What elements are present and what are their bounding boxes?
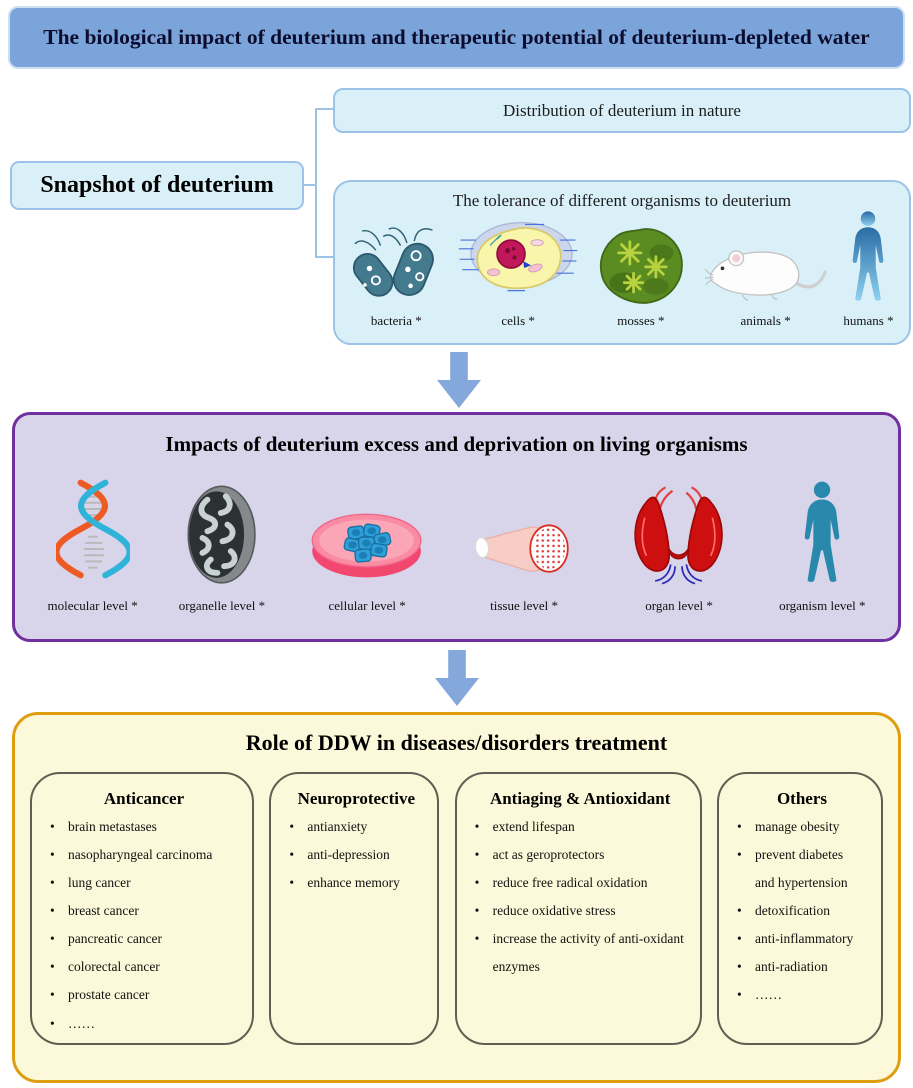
list-item: increase the activity of anti-oxidant en… xyxy=(469,925,692,981)
tolerance-box: The tolerance of different organisms to … xyxy=(333,180,911,345)
antiaging-list: extend lifespan act as geroprotectors re… xyxy=(469,813,692,981)
level-organ: organ level * xyxy=(620,483,738,622)
petri-dish-icon xyxy=(306,495,428,592)
connector-stub-bottom xyxy=(315,256,334,258)
tolerance-title: The tolerance of different organisms to … xyxy=(452,191,792,210)
level-organism: organism level * xyxy=(779,481,865,622)
figure-title: The biological impact of deuterium and t… xyxy=(43,25,870,50)
level-label: tissue level * xyxy=(490,598,559,613)
snapshot-of-deuterium-box: Snapshot of deuterium xyxy=(10,161,304,210)
mouse-icon xyxy=(703,239,829,310)
distribution-box: Distribution of deuterium in nature xyxy=(333,88,911,133)
list-item: nasopharyngeal carcinoma xyxy=(44,841,244,869)
organism-bacteria: bacteria * xyxy=(350,221,442,333)
column-title: Anticancer xyxy=(103,789,185,808)
mitochondrion-icon xyxy=(182,483,262,592)
list-item: …… xyxy=(731,981,873,1009)
connector-vertical-line xyxy=(315,108,317,258)
snapshot-label: Snapshot of deuterium xyxy=(40,172,274,198)
organism-label: bacteria * xyxy=(370,313,422,328)
treatment-columns: Anticancer brain metastases nasopharynge… xyxy=(15,772,898,1045)
list-item: anti-depression xyxy=(283,841,429,869)
column-title: Others xyxy=(776,789,827,808)
moss-icon xyxy=(594,225,688,310)
connector-stub-snapshot xyxy=(304,184,317,186)
column-others: Others manage obesity prevent diabetes a… xyxy=(716,772,883,1045)
cell-icon xyxy=(457,217,579,310)
treatment-box: Role of DDW in diseases/disorders treatm… xyxy=(12,712,901,1083)
organism-cells: cells * xyxy=(457,217,579,333)
others-list: manage obesity prevent diabetes and hype… xyxy=(731,813,873,1010)
list-item: brain metastases xyxy=(44,813,244,841)
organism-label: cells * xyxy=(501,313,535,328)
anticancer-list: brain metastases nasopharyngeal carcinom… xyxy=(44,813,244,1038)
level-label: molecular level * xyxy=(47,598,138,613)
distribution-label: Distribution of deuterium in nature xyxy=(503,100,741,120)
level-label: organism level * xyxy=(779,598,866,613)
human-gradient-icon xyxy=(846,211,890,310)
dna-icon xyxy=(52,471,133,592)
list-item: colorectal cancer xyxy=(44,953,244,981)
level-cellular: cellular level * xyxy=(306,495,428,622)
connector-stub-top xyxy=(315,108,334,110)
list-item: prostate cancer xyxy=(44,981,244,1009)
impacts-title: Impacts of deuterium excess and deprivat… xyxy=(165,432,748,456)
muscle-tissue-icon xyxy=(469,511,579,592)
list-item: prevent diabetes and hypertension xyxy=(731,841,873,897)
list-item: lung cancer xyxy=(44,869,244,897)
organism-humans: humans * xyxy=(843,211,894,333)
list-item: breast cancer xyxy=(44,897,244,925)
impacts-box: Impacts of deuterium excess and deprivat… xyxy=(12,412,901,642)
list-item: pancreatic cancer xyxy=(44,925,244,953)
list-item: act as geroprotectors xyxy=(469,841,692,869)
down-arrow-icon xyxy=(437,352,481,408)
level-label: organelle level * xyxy=(178,598,266,613)
bacteria-icon xyxy=(350,221,442,310)
list-item: reduce oxidative stress xyxy=(469,897,692,925)
list-item: manage obesity xyxy=(731,813,873,841)
level-label: cellular level * xyxy=(328,598,406,613)
list-item: anti-radiation xyxy=(731,953,873,981)
level-molecular: molecular level * xyxy=(47,471,138,622)
column-antiaging-antioxidant: Antiaging & Antioxidant extend lifespan … xyxy=(454,772,702,1045)
list-item: enhance memory xyxy=(283,869,429,897)
level-organelle: organelle level * xyxy=(179,483,265,622)
levels-row: molecular level * xyxy=(15,457,898,622)
organisms-row: bacteria * xyxy=(335,211,909,333)
column-neuroprotective: Neuroprotective antianxiety anti-depress… xyxy=(269,772,440,1045)
list-item: antianxiety xyxy=(283,813,429,841)
list-item: anti-inflammatory xyxy=(731,925,873,953)
column-title: Antiaging & Antioxidant xyxy=(489,789,671,808)
list-item: detoxification xyxy=(731,897,873,925)
organism-animals: animals * xyxy=(703,239,829,333)
organism-mosses: mosses * xyxy=(594,225,688,333)
column-title: Neuroprotective xyxy=(297,789,416,808)
level-label: organ level * xyxy=(645,598,713,613)
list-item: …… xyxy=(44,1010,244,1038)
organism-label: mosses * xyxy=(617,313,665,328)
column-anticancer: Anticancer brain metastases nasopharynge… xyxy=(30,772,254,1045)
list-item: reduce free radical oxidation xyxy=(469,869,692,897)
down-arrow-icon xyxy=(435,650,479,706)
human-silhouette-icon xyxy=(798,481,846,592)
treatment-title: Role of DDW in diseases/disorders treatm… xyxy=(245,730,668,755)
thyroid-icon xyxy=(620,483,738,592)
organism-label: animals * xyxy=(740,313,791,328)
organism-label: humans * xyxy=(843,313,894,328)
list-item: extend lifespan xyxy=(469,813,692,841)
neuroprotective-list: antianxiety anti-depression enhance memo… xyxy=(283,813,429,897)
level-tissue: tissue level * xyxy=(469,511,579,622)
figure-title-banner: The biological impact of deuterium and t… xyxy=(8,6,905,69)
